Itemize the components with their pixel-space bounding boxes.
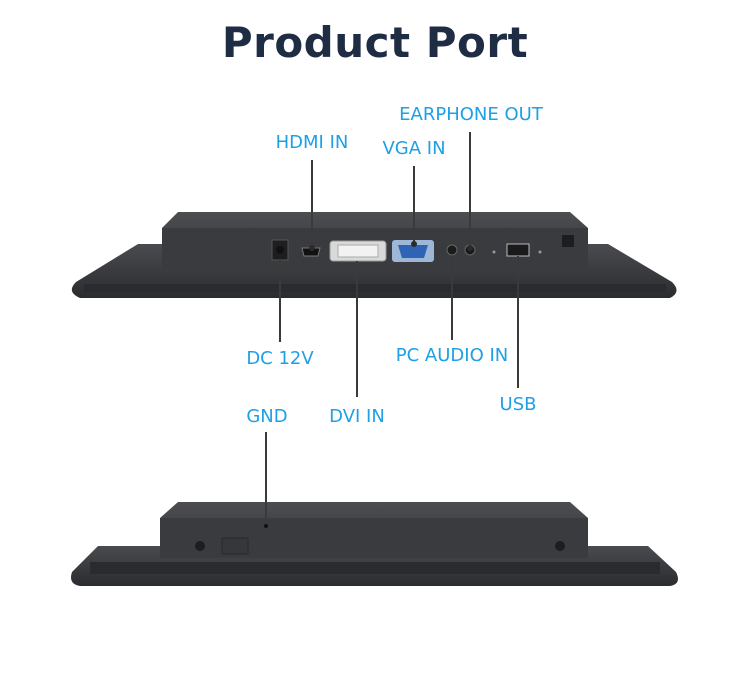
pc-audio-jack	[446, 244, 458, 256]
dot-earphone	[467, 245, 473, 251]
leader-gnd	[265, 432, 267, 524]
label-usb: USB	[499, 394, 537, 415]
leader-vga	[413, 166, 415, 244]
label-hdmi-in: HDMI IN	[275, 132, 349, 153]
usb-port	[506, 243, 530, 257]
page-title: Product Port	[221, 18, 529, 67]
leader-usb	[517, 256, 519, 388]
label-dc-12v: DC 12V	[246, 348, 314, 369]
dot-hdmi	[309, 245, 315, 251]
label-gnd: GND	[246, 406, 288, 427]
leader-dc	[279, 260, 281, 342]
gnd-point	[264, 524, 268, 528]
dot-vga	[411, 241, 417, 247]
leader-hdmi	[311, 160, 313, 246]
device-bottom	[71, 502, 678, 586]
label-dvi-in: DVI IN	[329, 406, 385, 427]
label-earphone-out: EARPHONE OUT	[399, 104, 543, 125]
label-vga-in: VGA IN	[382, 138, 446, 159]
label-pc-audio-in: PC AUDIO IN	[395, 345, 509, 366]
device-top	[71, 212, 677, 298]
leader-pc-audio	[451, 256, 453, 340]
leader-earphone	[469, 132, 471, 246]
leader-dvi	[356, 261, 358, 397]
